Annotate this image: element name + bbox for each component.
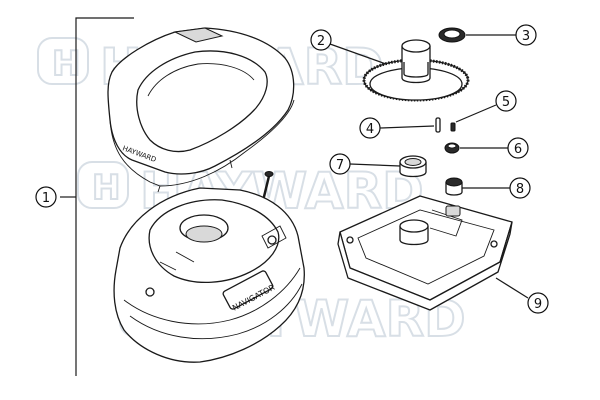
nut-icon	[444, 142, 460, 154]
svg-text:4: 4	[366, 122, 374, 137]
callout-1: 1	[35, 186, 57, 208]
screw-icon	[450, 122, 456, 132]
pin-icon	[435, 117, 441, 133]
svg-text:6: 6	[514, 142, 522, 157]
callout-3: 3	[515, 24, 537, 46]
svg-text:1: 1	[42, 191, 50, 206]
svg-text:7: 7	[336, 158, 344, 173]
callout-4: 4	[359, 117, 381, 139]
callout-8: 8	[509, 177, 531, 199]
leader-lines	[329, 34, 529, 299]
svg-text:8: 8	[516, 182, 524, 197]
bushing-icon	[399, 155, 427, 178]
svg-text:2: 2	[317, 34, 325, 49]
watermark-logo-letter-middle: H	[92, 168, 120, 208]
callout-5: 5	[495, 90, 517, 112]
lower-housing-icon: NAVIGATOR	[113, 187, 305, 363]
callout-7: 7	[329, 153, 351, 175]
svg-text:3: 3	[522, 29, 530, 44]
svg-text:5: 5	[502, 95, 510, 110]
callout-9: 9	[527, 292, 549, 314]
base-plate-icon	[337, 195, 513, 311]
spacer-icon	[445, 177, 463, 196]
callout-1-bracket	[60, 17, 134, 376]
drive-gear-icon	[362, 39, 470, 102]
upper-housing-icon: HAYWARD	[107, 27, 295, 193]
svg-text:9: 9	[534, 297, 542, 312]
callout-2: 2	[310, 29, 332, 51]
small-gear-icon	[438, 27, 466, 43]
callout-6: 6	[507, 137, 529, 159]
